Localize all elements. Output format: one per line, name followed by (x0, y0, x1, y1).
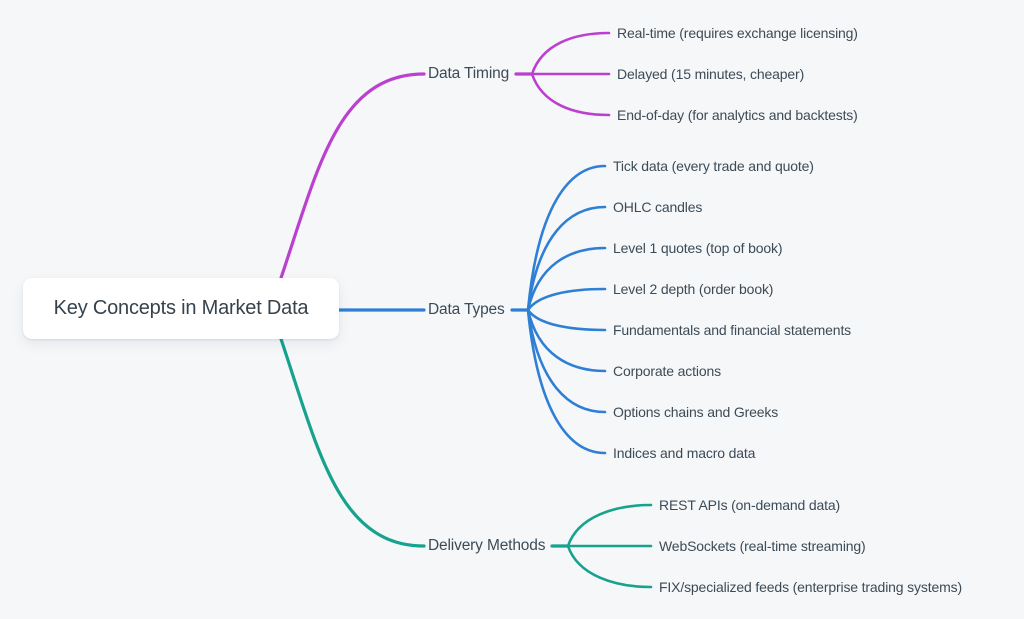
root-label: Key Concepts in Market Data (53, 297, 309, 319)
edge-child-level-2-depth-order-book (526, 287, 607, 312)
child-label-end-of-day-for-analytics-and-backtests[interactable]: End-of-day (for analytics and backtests) (617, 107, 858, 123)
edge-child-end-of-day-for-analytics-and-backtests (530, 72, 611, 117)
branch-label-data-timing[interactable]: Data Timing (428, 65, 510, 82)
edge-root-to-delivery-methods (279, 337, 426, 548)
branch-label-delivery-methods[interactable]: Delivery Methods (428, 537, 546, 554)
child-label-tick-data-every-trade-and-quote[interactable]: Tick data (every trade and quote) (613, 158, 814, 174)
edge-child-fix-specialized-feeds-enterprise-trading (566, 544, 653, 589)
child-label-websockets-real-time-streaming[interactable]: WebSockets (real-time streaming) (659, 538, 866, 554)
edge-child-level-1-quotes-top-of-book (526, 246, 607, 312)
edge-root-to-data-timing (279, 72, 426, 280)
child-label-real-time-requires-exchange-licensing[interactable]: Real-time (requires exchange licensing) (617, 25, 858, 41)
child-label-level-1-quotes-top-of-book[interactable]: Level 1 quotes (top of book) (613, 240, 783, 256)
child-label-delayed-15-minutes-cheaper[interactable]: Delayed (15 minutes, cheaper) (617, 66, 805, 82)
edge-child-indices-and-macro-data (526, 308, 607, 455)
edge-child-real-time-requires-exchange-licensing (530, 31, 611, 76)
edge-child-options-chains-and-greeks (526, 308, 607, 414)
child-label-options-chains-and-greeks[interactable]: Options chains and Greeks (613, 404, 779, 420)
edge-child-fundamentals-and-financial-statements (526, 308, 607, 332)
child-label-fix-specialized-feeds-enterprise-trading[interactable]: FIX/specialized feeds (enterprise tradin… (659, 579, 962, 595)
edge-child-ohlc-candles (526, 205, 607, 312)
branch-label-data-types[interactable]: Data Types (428, 301, 505, 318)
child-label-fundamentals-and-financial-statements[interactable]: Fundamentals and financial statements (613, 322, 852, 338)
child-label-ohlc-candles[interactable]: OHLC candles (613, 199, 703, 215)
child-label-rest-apis-on-demand-data[interactable]: REST APIs (on-demand data) (659, 497, 841, 513)
edge-child-corporate-actions (526, 308, 607, 373)
child-label-indices-and-macro-data[interactable]: Indices and macro data (613, 445, 756, 461)
child-label-level-2-depth-order-book[interactable]: Level 2 depth (order book) (613, 281, 774, 297)
edge-child-rest-apis-on-demand-data (566, 503, 653, 548)
child-label-corporate-actions[interactable]: Corporate actions (613, 363, 721, 379)
edge-child-tick-data-every-trade-and-quote (526, 164, 607, 312)
root-node[interactable]: Key Concepts in Market Data (23, 278, 339, 339)
